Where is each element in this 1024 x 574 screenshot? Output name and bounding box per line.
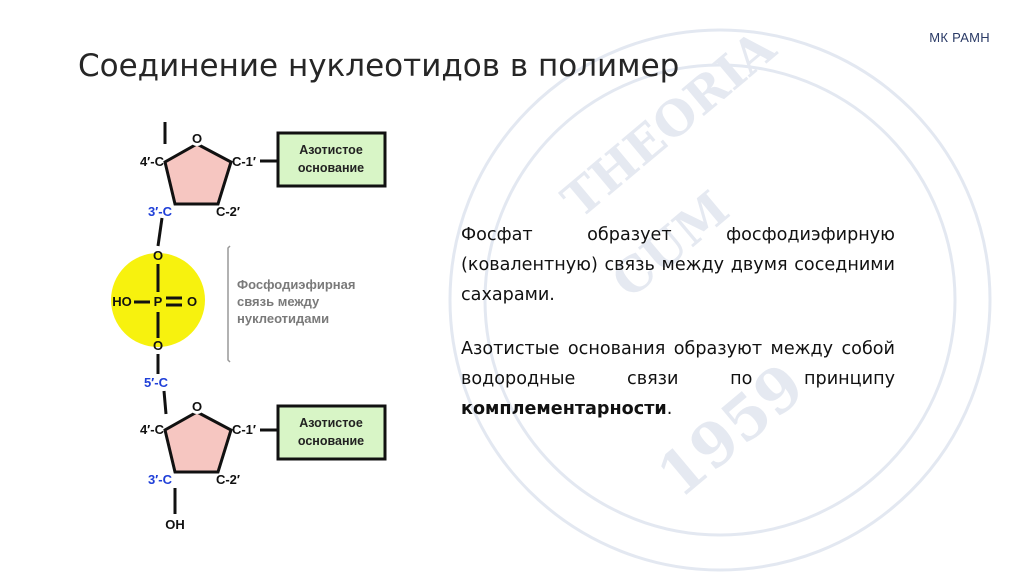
- sugar-ring-bottom: [163, 410, 233, 474]
- c1-label-top: C-1′: [232, 154, 256, 169]
- c3-label-top: 3′-C: [148, 204, 173, 219]
- phosphate-group: O HO P O O: [111, 217, 205, 374]
- keyword-complementarity: комплементарности: [461, 399, 667, 419]
- nucleotide-polymer-diagram: .atom { font-family: "Liberation Sans", …: [111, 122, 387, 532]
- nucleotide-top: O 4′-C C-1′ 3′-C C-2′ Азотистое основани…: [140, 122, 387, 219]
- c5-label-bottom: 5′-C: [144, 375, 169, 390]
- bond-label-line1: Фосфодиэфирная: [237, 277, 355, 292]
- nucleotide-bottom: 5′-C O 4′-C C-1′ 3′-C C-2′ OH Азотистое …: [140, 375, 387, 532]
- slide-title: Соединение нуклеотидов в полимер: [78, 48, 680, 84]
- base-box-line2-top: основание: [298, 161, 364, 175]
- phosphorus-atom: P: [154, 294, 163, 309]
- phosphate-oxygen-top: O: [153, 248, 163, 263]
- nitrogen-base-box-bottom: [276, 404, 387, 461]
- base-box-line1-top: Азотистое: [299, 143, 363, 157]
- bond-label-line3: нуклеотидами: [237, 311, 329, 326]
- paragraph-phosphate: Фосфат образует фосфодиэфирную (ковалент…: [461, 225, 895, 305]
- ring-oxygen-top: O: [192, 131, 202, 146]
- bond-label-line2: связь между: [237, 294, 320, 309]
- phosphate-oxygen-right: O: [187, 294, 197, 309]
- c4-label-top: 4′-C: [140, 154, 165, 169]
- paragraph-bases: Азотистые основания образуют между собой…: [461, 334, 895, 424]
- phosphate-ho: HO: [112, 294, 132, 309]
- c1-label-bottom: C-1′: [232, 422, 256, 437]
- nitrogen-base-box-top: [276, 131, 387, 188]
- hydroxyl-oh-label: OH: [165, 517, 185, 532]
- base-box-line2-bottom: основание: [298, 434, 364, 448]
- phosphate-circle: [111, 253, 205, 347]
- paragraph-bases-tail: .: [666, 399, 673, 419]
- base-box-line1-bottom: Азотистое: [299, 416, 363, 430]
- sugar-ring-top: [163, 142, 233, 206]
- explanation-text: Фосфат образует фосфодиэфирную (ковалент…: [461, 220, 895, 448]
- organization-logo: МК РАМН: [929, 30, 990, 45]
- c2-label-bottom: C-2′: [216, 472, 240, 487]
- c2-label-top: C-2′: [216, 204, 240, 219]
- ring-oxygen-bottom: O: [192, 399, 202, 414]
- c4-label-bottom: 4′-C: [140, 422, 165, 437]
- c3-label-bottom: 3′-C: [148, 472, 173, 487]
- phosphate-oxygen-bottom: O: [153, 338, 163, 353]
- seal-watermark: THEORIA CUM 1959: [448, 19, 992, 572]
- phosphodiester-bond-annotation: Фосфодиэфирная связь между нуклеотидами: [227, 245, 355, 363]
- paragraph-bases-lead: Азотистые основания образуют между собой…: [461, 339, 895, 389]
